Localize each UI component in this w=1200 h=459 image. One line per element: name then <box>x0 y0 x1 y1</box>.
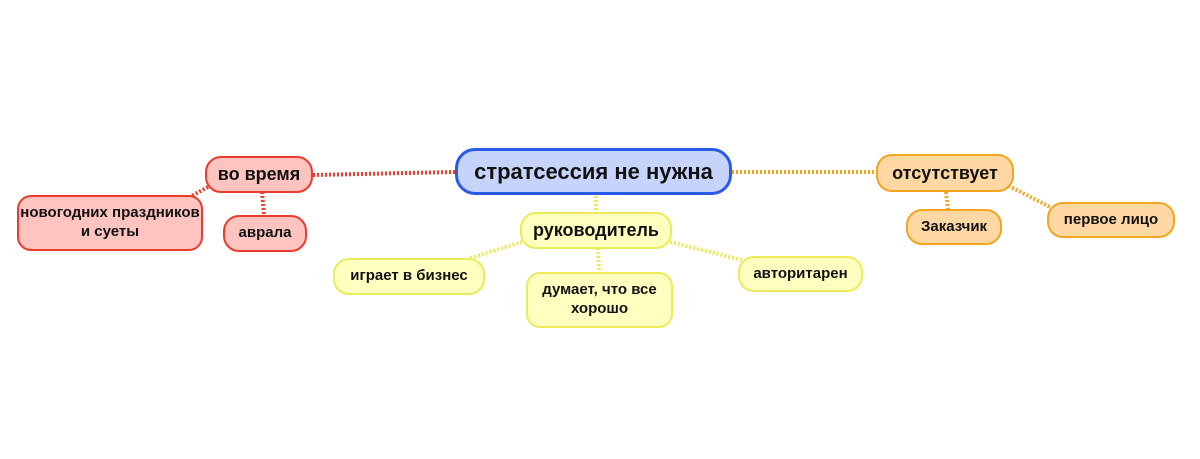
topic-first-person[interactable]: первое лицо <box>1047 202 1175 238</box>
link-during-rush <box>260 191 266 216</box>
topic-absent-label: отсутствует <box>892 162 998 183</box>
link-leader-thinks <box>596 247 601 273</box>
topic-authoritarian[interactable]: авторитарен <box>738 256 863 292</box>
topic-leader[interactable]: руководитель <box>520 212 672 249</box>
topic-rush-label: аврала <box>238 224 292 242</box>
link-root-during <box>312 170 456 177</box>
topic-thinks-all-good[interactable]: думает, что все хорошо <box>526 272 673 328</box>
topic-customer-label: Заказчик <box>920 217 988 235</box>
topic-customer[interactable]: Заказчик <box>906 209 1002 245</box>
topic-absent[interactable]: отсутствует <box>876 154 1014 192</box>
link-absent-customer <box>944 191 950 210</box>
link-leader-authoritarian <box>669 240 743 262</box>
topic-rush[interactable]: аврала <box>223 215 307 252</box>
topic-holidays-label: новогодних праздников и суеты <box>20 204 200 240</box>
topic-during-label: во время <box>217 164 301 185</box>
topic-first-person-label: первое лицо <box>1063 210 1159 228</box>
root-topic[interactable]: стратсессия не нужна <box>455 148 732 195</box>
topic-authoritarian-label: авторитарен <box>753 264 848 282</box>
link-absent-firstperson <box>1004 182 1053 210</box>
topic-holidays[interactable]: новогодних праздников и суеты <box>17 195 203 251</box>
root-topic-label: стратсессия не нужна <box>474 158 713 184</box>
topic-leader-label: руководитель <box>533 220 659 241</box>
topic-thinks-all-good-label: думает, что все хорошо <box>542 281 657 317</box>
topic-plays-business[interactable]: играет в бизнес <box>333 258 485 295</box>
topic-plays-business-label: играет в бизнес <box>350 267 468 285</box>
link-leader-plays <box>469 240 523 260</box>
topic-during[interactable]: во время <box>205 156 313 193</box>
